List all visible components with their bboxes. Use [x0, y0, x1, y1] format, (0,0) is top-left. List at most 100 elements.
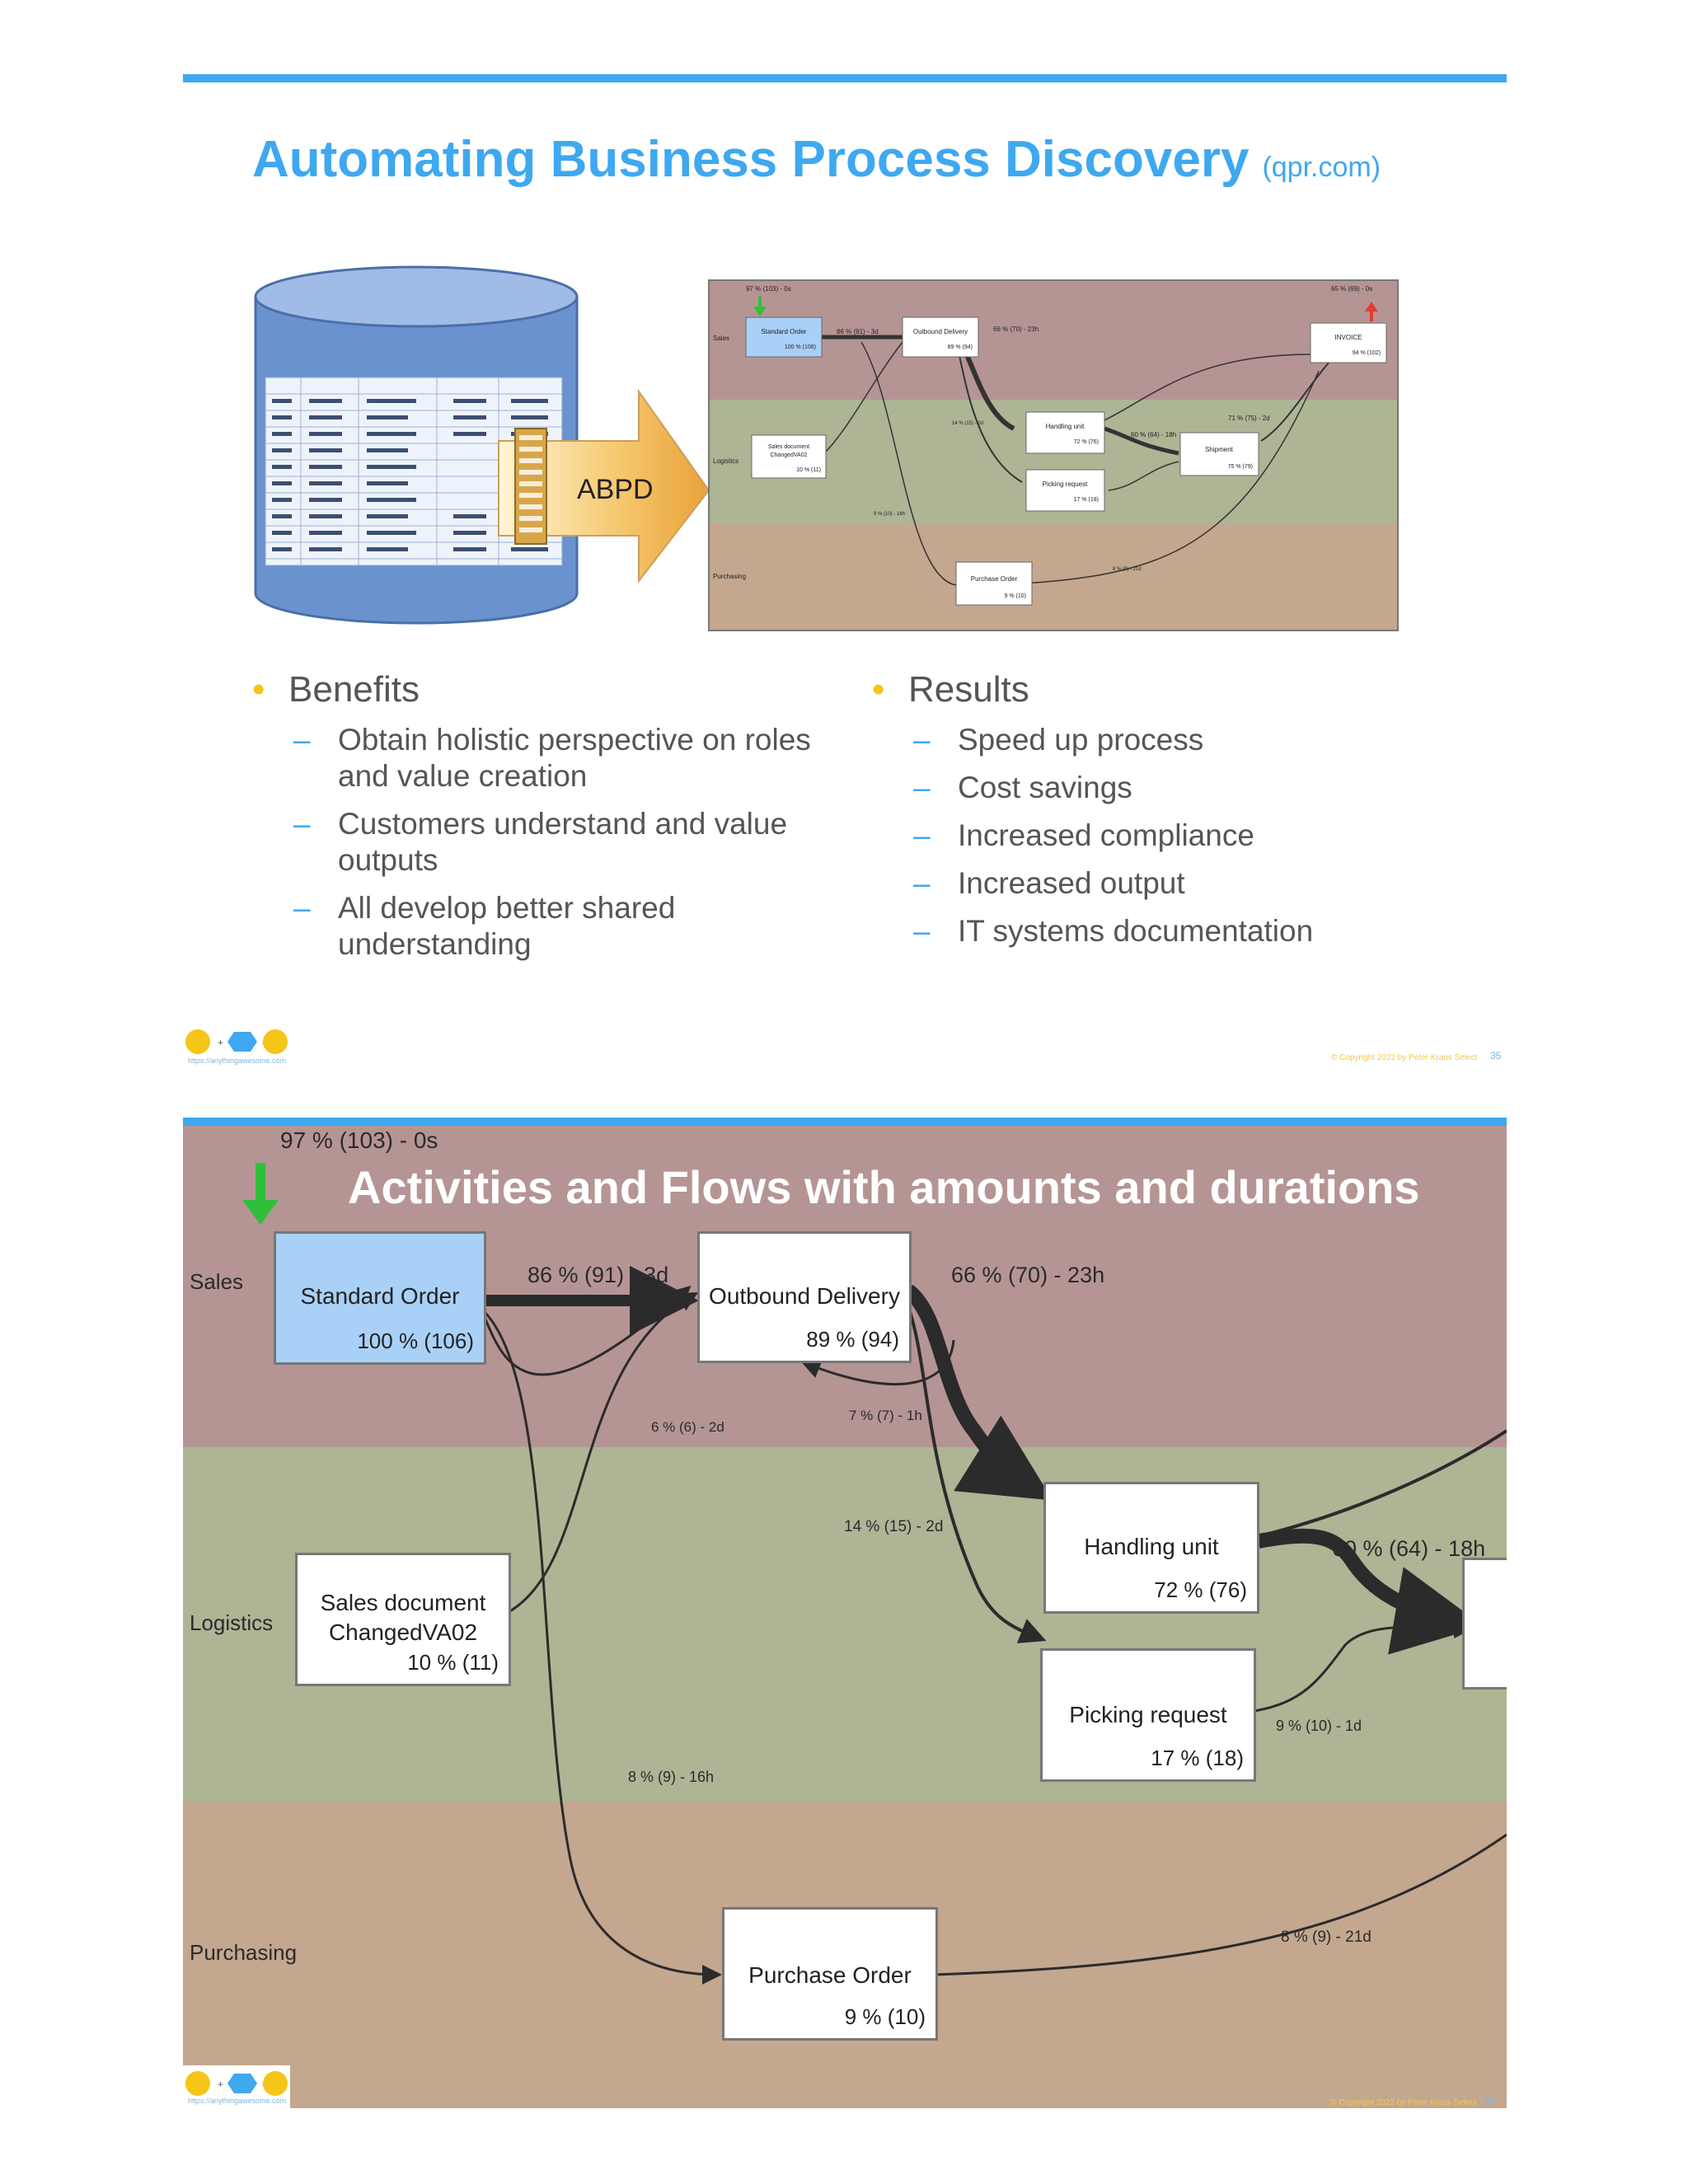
svg-text:+: +: [218, 1037, 223, 1048]
svg-text:ChangedVA02: ChangedVA02: [770, 452, 807, 458]
node-title: Purchase Order: [748, 1962, 912, 1988]
flow-label-hu-out: 60 % (64) - 18h: [1332, 1536, 1486, 1561]
svg-text:71 % (75) - 2d: 71 % (75) - 2d: [1228, 415, 1270, 422]
svg-text:Handling unit: Handling unit: [1046, 423, 1085, 430]
node-title: Picking request: [1069, 1702, 1227, 1727]
svg-text:INVOICE: INVOICE: [1335, 334, 1362, 341]
slide-title-text: Automating Business Process Discovery: [252, 131, 1250, 188]
benefit-item: All develop better shared understanding: [293, 890, 846, 963]
process-flows: [242, 1163, 1507, 1985]
svg-text:9 % (10) - 16h: 9 % (10) - 16h: [874, 512, 905, 517]
start-arrow-icon: [242, 1163, 279, 1225]
svg-text:86 % (91) - 3d: 86 % (91) - 3d: [837, 328, 879, 335]
flow-label-od-loop: 7 % (7) - 1h: [849, 1408, 922, 1423]
flow-hu-up: [1258, 1429, 1507, 1538]
page-number: 35: [1490, 1050, 1502, 1062]
svg-text:8 % (9) - 21d: 8 % (9) - 21d: [1113, 567, 1142, 572]
flow-label-so-loop: 6 % (6) - 2d: [651, 1419, 724, 1435]
flow-label-pr-out: 9 % (10) - 1d: [1276, 1718, 1362, 1734]
svg-text:89 % (94): 89 % (94): [948, 344, 973, 350]
slide-2: Sales Logistics Purchasing 97 % (10: [183, 1118, 1507, 2108]
node-value: 17 % (18): [1151, 1746, 1244, 1770]
svg-text:66 % (70) - 23h: 66 % (70) - 23h: [993, 326, 1039, 333]
footer-url[interactable]: https://anythingawesome.com: [188, 2097, 287, 2105]
svg-text:Shipment: Shipment: [1205, 446, 1234, 453]
flow-label-od-to-pr: 14 % (15) - 2d: [844, 1518, 944, 1535]
slide-title: Automating Business Process Discovery (qp…: [252, 130, 1381, 189]
reel-icon: [514, 428, 547, 545]
node-value: 89 % (94): [806, 1327, 899, 1352]
result-item: IT systems documentation: [913, 913, 1465, 949]
node-title-line2: ChangedVA02: [328, 1619, 478, 1645]
footer-copyright: © Copyright 2022 by Peter Kraus Select: [1331, 1053, 1478, 1062]
node-purchase-order[interactable]: Purchase Order 9 % (10): [722, 1907, 938, 2041]
flow-label-od-out: 66 % (70) - 23h: [951, 1263, 1105, 1287]
flow-pr-out: [1254, 1618, 1474, 1713]
page-number: 36: [1484, 2095, 1495, 2107]
node-handling-unit[interactable]: Handling unit 72 % (76): [1043, 1482, 1259, 1614]
benefit-item: Obtain holistic perspective on roles and…: [293, 722, 846, 794]
slide-top-bar: [183, 1118, 1507, 1126]
node-standard-order[interactable]: Standard Order 100 % (106): [274, 1231, 486, 1365]
lane-label-logistics: Logistics: [190, 1610, 274, 1635]
node-title: Standard Order: [300, 1283, 460, 1309]
svg-text:9 % (10): 9 % (10): [1005, 593, 1026, 599]
result-item: Increased compliance: [913, 818, 1465, 854]
svg-text:Picking request: Picking request: [1043, 480, 1088, 488]
node-title: Outbound Delivery: [709, 1283, 900, 1309]
mini-process-map: Sales Logistics Purchasing 97 % (103) - …: [708, 279, 1399, 631]
node-title: Handling unit: [1084, 1534, 1219, 1559]
svg-text:Purchasing: Purchasing: [713, 573, 746, 580]
node-value: 100 % (106): [357, 1329, 474, 1353]
svg-text:65 % (69) - 0s: 65 % (69) - 0s: [1331, 285, 1372, 293]
svg-text:97 % (103) - 0s: 97 % (103) - 0s: [746, 285, 791, 293]
node-picking-request[interactable]: Picking request 17 % (18): [1040, 1648, 1256, 1782]
flow-od-to-pr: [907, 1306, 1047, 1643]
svg-text:60 % (64) - 18h: 60 % (64) - 18h: [1131, 431, 1176, 438]
slide-title: Activities and Flows with amounts and du…: [348, 1161, 1420, 1213]
svg-text:Sales document: Sales document: [768, 444, 809, 450]
svg-text:75 % (79): 75 % (79): [1228, 464, 1253, 470]
footer-copyright: © Copyright 2022 by Peter Kraus Select: [1330, 2098, 1477, 2107]
slide-top-bar: [183, 74, 1507, 82]
lane-label-sales: Sales: [190, 1269, 244, 1294]
brand-logo-icon: + =: [185, 1029, 288, 1054]
results-list: Results Speed up process Cost savings In…: [872, 669, 1465, 949]
flow-od-to-hu: [903, 1284, 1053, 1501]
result-item: Speed up process: [913, 722, 1465, 758]
svg-text:Logistics: Logistics: [713, 457, 738, 465]
brand-logo-icon: + =: [185, 2071, 288, 2096]
results-heading: Results: [872, 669, 1465, 710]
flow-label-so-to-po: 8 % (9) - 16h: [628, 1769, 715, 1785]
node-value: 9 % (10): [844, 2004, 926, 2029]
svg-text:Sales: Sales: [713, 335, 729, 342]
node-title-line1: Sales document: [320, 1590, 486, 1615]
node-outbound-delivery[interactable]: Outbound Delivery 89 % (94): [697, 1231, 912, 1363]
benefits-list: Benefits Obtain holistic perspective on …: [252, 669, 846, 963]
abpd-arrow-label: ABPD: [577, 474, 654, 505]
node-value: 10 % (11): [407, 1650, 499, 1675]
svg-text:Outbound Delivery: Outbound Delivery: [913, 328, 968, 335]
node-sales-document[interactable]: Sales document ChangedVA02 10 % (11): [295, 1553, 511, 1686]
benefit-item: Customers understand and value outputs: [293, 806, 846, 879]
footer-url[interactable]: https://anythingawesome.com: [188, 1057, 287, 1065]
database-cylinder-icon: [254, 265, 579, 625]
svg-text:17 % (18): 17 % (18): [1074, 497, 1099, 503]
start-flow-label: 97 % (103) - 0s: [280, 1127, 438, 1153]
flow-so-to-od-low: [482, 1285, 692, 1376]
result-item: Cost savings: [913, 770, 1465, 806]
slide-title-source: (qpr.com): [1262, 152, 1381, 183]
svg-text:14 % (15) - 2d: 14 % (15) - 2d: [952, 421, 983, 426]
node-value: 72 % (76): [1154, 1577, 1247, 1602]
abpd-figure: ABPD Sales Logistics Purchasing 97 % (10…: [254, 265, 1399, 631]
svg-text:Purchase Order: Purchase Order: [971, 575, 1018, 583]
lane-label-purchasing: Purchasing: [190, 1940, 298, 1965]
svg-text:Standard Order: Standard Order: [761, 328, 806, 335]
flow-sd-to-od: [508, 1292, 699, 1614]
flow-so-to-po: [482, 1310, 722, 1985]
svg-text:100 % (106): 100 % (106): [785, 344, 816, 350]
node-shipment-partial[interactable]: [1462, 1558, 1507, 1690]
svg-text:10 % (11): 10 % (11): [796, 467, 821, 473]
svg-text:94 % (102): 94 % (102): [1353, 350, 1381, 356]
flow-label-po-out: 8 % (9) - 21d: [1281, 1929, 1372, 1946]
